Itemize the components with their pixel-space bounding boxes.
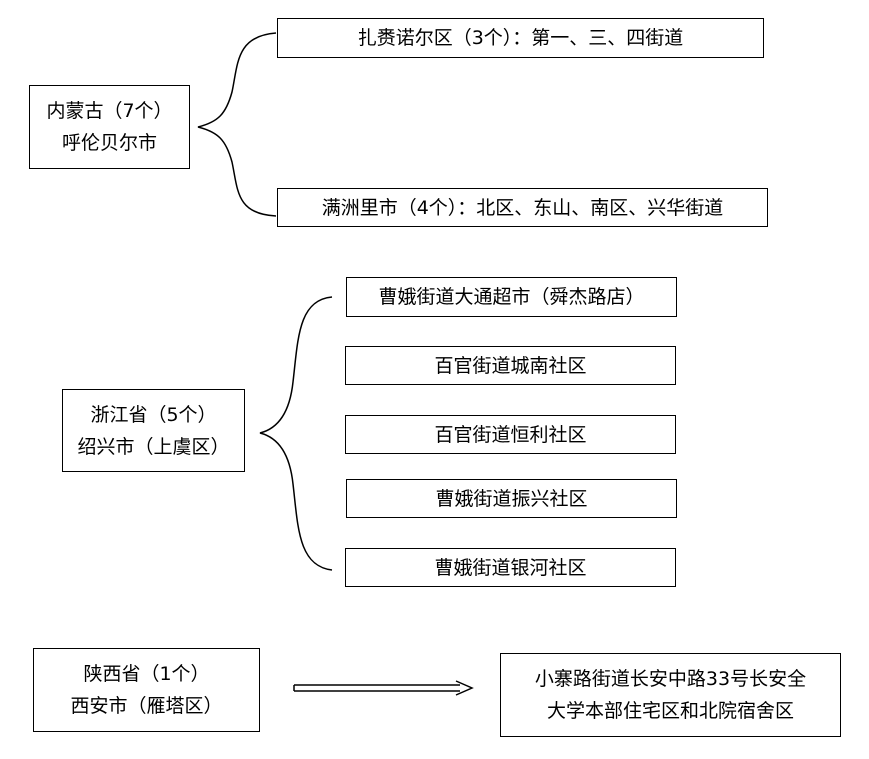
target-box-zalainuoer: 扎赉诺尔区（3个）：第一、三、四街道 xyxy=(277,18,764,58)
target-label: 曹娥街道银河社区 xyxy=(434,556,587,579)
brace-connector-2 xyxy=(259,296,333,571)
source-box-inner-mongolia: 内蒙古（7个） 呼伦贝尔市 xyxy=(29,85,190,169)
source-label-line1: 浙江省（5个） xyxy=(90,403,217,426)
source-box-shaanxi: 陕西省（1个） 西安市（雁塔区） xyxy=(33,648,260,732)
double-arrow-connector xyxy=(293,680,474,696)
target-box-datong-supermarket: 曹娥街道大通超市（舜杰路店） xyxy=(346,277,677,317)
source-label-line2: 西安市（雁塔区） xyxy=(70,695,223,717)
target-box-changan-university: 小寨路街道长安中路33号长安全 大学本部住宅区和北院宿舍区 xyxy=(500,653,841,737)
target-box-manzhouli: 满洲里市（4个）：北区、东山、南区、兴华街道 xyxy=(277,188,768,227)
source-box-zhejiang: 浙江省（5个） 绍兴市（上虞区） xyxy=(62,389,245,472)
source-label-line1: 内蒙古（7个） xyxy=(46,100,173,122)
target-label: 扎赉诺尔区（3个）：第一、三、四街道 xyxy=(357,27,684,49)
source-label-line2: 绍兴市（上虞区） xyxy=(77,435,230,458)
target-label: 百官街道恒利社区 xyxy=(434,423,587,446)
source-label-line2: 呼伦贝尔市 xyxy=(61,132,157,154)
target-label: 曹娥街道大通超市（舜杰路店） xyxy=(378,286,645,308)
target-box-zhenxing: 曹娥街道振兴社区 xyxy=(346,479,677,518)
target-label: 满洲里市（4个）：北区、东山、南区、兴华街道 xyxy=(321,196,724,219)
brace-connector-1 xyxy=(197,32,277,217)
target-label: 百官街道城南社区 xyxy=(434,354,587,377)
target-box-chengnan: 百官街道城南社区 xyxy=(345,346,676,385)
target-box-hengli: 百官街道恒利社区 xyxy=(345,415,676,454)
target-box-yinhe: 曹娥街道银河社区 xyxy=(345,548,676,587)
source-label-line1: 陕西省（1个） xyxy=(83,663,210,685)
target-label: 曹娥街道振兴社区 xyxy=(435,487,588,510)
target-label-line1: 小寨路街道长安中路33号长安全 xyxy=(534,668,807,690)
target-label-line2: 大学本部住宅区和北院宿舍区 xyxy=(546,700,794,722)
